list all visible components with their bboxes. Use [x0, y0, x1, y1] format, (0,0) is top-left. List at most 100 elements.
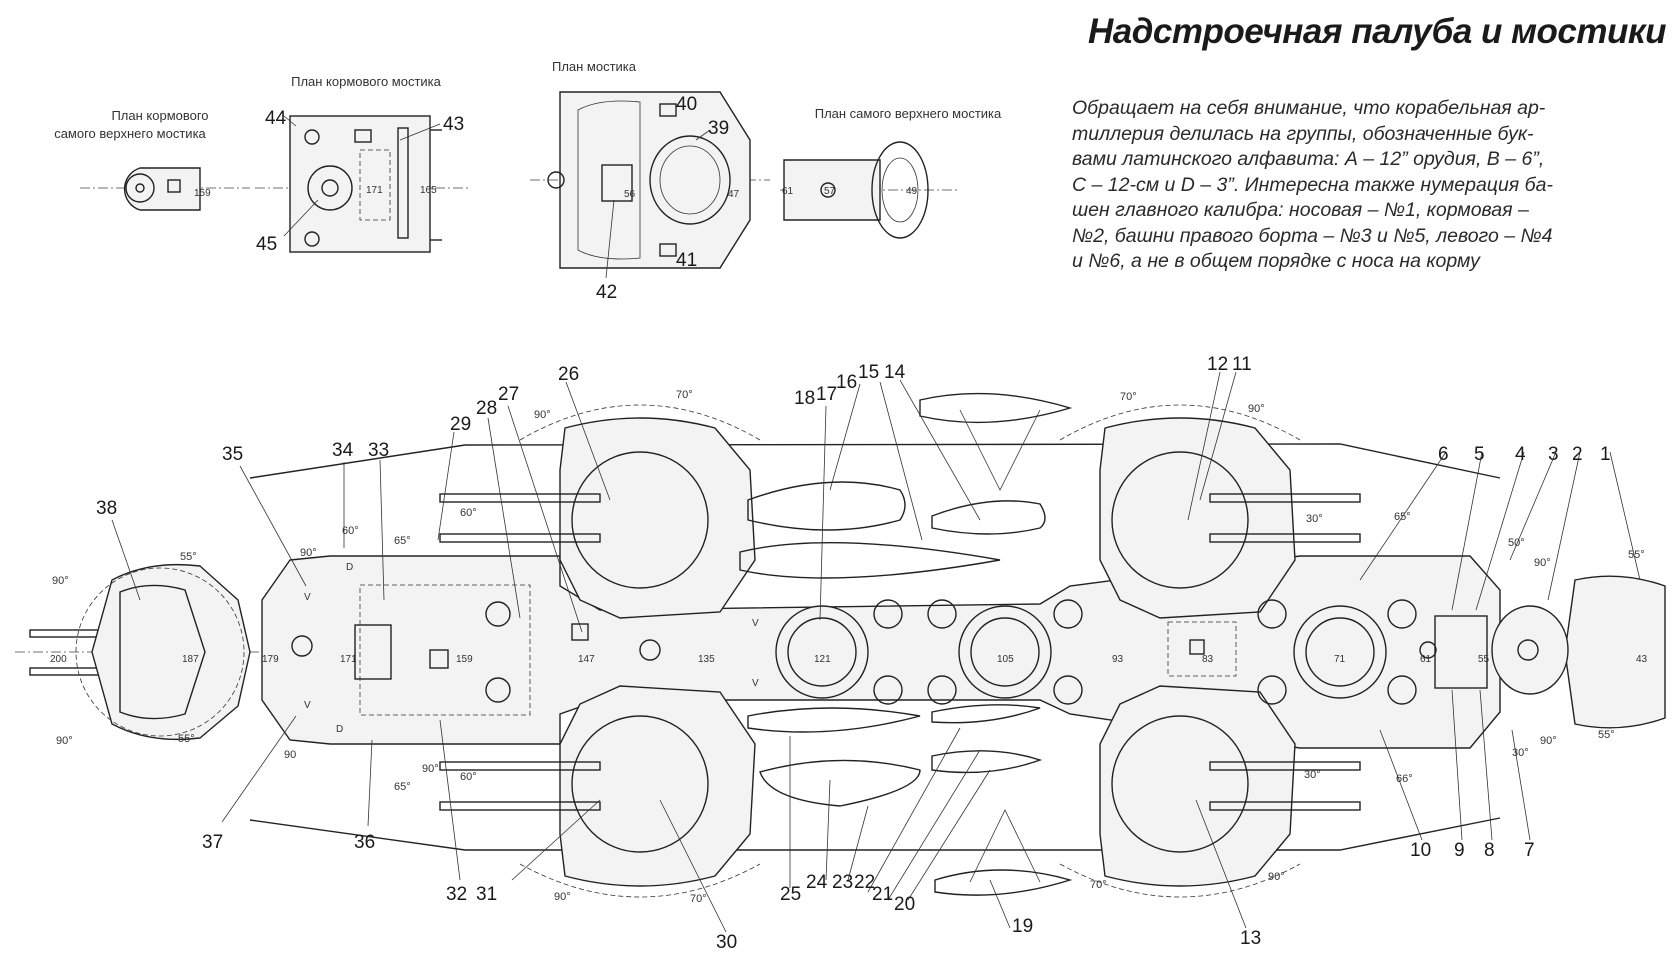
callout-9: 9 [1454, 840, 1465, 861]
caption-text: Обращает на себя внимание, что корабельн… [1072, 96, 1672, 275]
aft-turret-shield [119, 584, 206, 720]
angle-label: 90° [52, 575, 69, 587]
leader-line [283, 115, 297, 127]
ventilator [927, 675, 957, 705]
frame-label: 49 [906, 186, 918, 197]
leader-line [819, 405, 827, 621]
leader-line [399, 123, 441, 141]
top-bridge-plan: План самого верхнего мостика 61 57 49 [780, 106, 1002, 239]
caption-line: №2, башни правого борта – №3 и №5, левог… [1072, 224, 1553, 247]
lookout-post [659, 243, 677, 257]
angle-label: 30° [1304, 769, 1321, 781]
funnel-2 [958, 605, 1052, 699]
frame-label: 159 [194, 188, 211, 199]
turret-5-barbette [559, 685, 756, 887]
caption-line: тиллерия делилась на группы, обозначенны… [1072, 122, 1534, 145]
callout-8: 8 [1484, 840, 1495, 861]
callout-38: 38 [96, 498, 117, 519]
hatch [571, 623, 589, 641]
plan-label: План мостика [552, 59, 637, 74]
angle-label: 70° [1090, 879, 1107, 891]
angle-label: 70° [676, 389, 693, 401]
gun-barrel [1209, 533, 1361, 543]
boat [919, 392, 1073, 424]
callout-6: 6 [1438, 444, 1449, 465]
fore-turret-housing [1564, 575, 1666, 729]
callout-44: 44 [265, 108, 287, 129]
post [304, 129, 320, 145]
angle-label: 55° [1598, 729, 1615, 741]
frame-label: 55 [1478, 654, 1490, 665]
bridge-outline [559, 91, 751, 269]
hull-upper-edge [249, 443, 1501, 479]
callout-29: 29 [450, 414, 471, 435]
group-mark: V [304, 592, 311, 603]
aft-house-outline [359, 584, 531, 716]
boat [931, 500, 1046, 535]
leader-line [437, 431, 455, 541]
callout-21: 21 [872, 884, 893, 905]
rangefinder-platform [871, 141, 929, 239]
callout-37: 37 [202, 832, 223, 853]
bridge-rail [577, 100, 641, 260]
group-mark: V [304, 700, 311, 711]
frame-label: 61 [782, 186, 794, 197]
callout-24: 24 [806, 872, 828, 893]
funnel-1-inner [787, 617, 857, 687]
angle-label: 90° [554, 891, 571, 903]
leader-line [439, 719, 461, 881]
leader-line [605, 199, 615, 279]
callout-22: 22 [854, 872, 875, 893]
callouts: 1 2 3 4 5 6 7 8 9 10 11 12 13 14 15 16 1… [96, 354, 1611, 953]
callout-10: 10 [1410, 840, 1431, 861]
boat [747, 481, 906, 531]
turret-6-barbette [1099, 685, 1296, 887]
angle-label: 55° [1628, 549, 1645, 561]
plan-label: План самого верхнего мостика [815, 106, 1002, 121]
aft-turret-arc [75, 567, 245, 737]
leader-line [1451, 689, 1463, 841]
callout-12: 12 [1207, 354, 1228, 375]
conning-tower [649, 135, 731, 225]
angle-label: 30° [1512, 747, 1529, 759]
boat [931, 750, 1043, 774]
deckhouse [354, 624, 392, 680]
angle-label: 90° [300, 547, 317, 559]
ventilator [873, 599, 903, 629]
mast [820, 182, 836, 198]
navigation-light [547, 171, 565, 189]
leader-line [659, 799, 727, 933]
callout-7: 7 [1524, 840, 1535, 861]
gun-barrel [439, 801, 601, 811]
angle-label: 30° [1306, 513, 1323, 525]
rangefinder-center [135, 183, 145, 193]
angle-label: 90° [1534, 557, 1551, 569]
callout-1: 1 [1600, 444, 1611, 465]
callout-18: 18 [794, 388, 815, 409]
callout-43: 43 [443, 114, 464, 135]
leader-line [899, 379, 981, 521]
ventilator [1053, 675, 1083, 705]
callout-16: 16 [836, 372, 857, 393]
funnel-3 [1293, 605, 1387, 699]
boat [739, 541, 1001, 579]
angle-label: 90° [56, 735, 73, 747]
bridge-outline [783, 159, 881, 221]
group-mark: V [752, 618, 759, 629]
funnel-1 [775, 605, 869, 699]
angle-label: 55° [180, 551, 197, 563]
leader-line [1475, 451, 1525, 611]
hatch-outline [1167, 621, 1237, 677]
frame-label: 105 [997, 654, 1014, 665]
callout-11: 11 [1232, 354, 1252, 375]
callout-26: 26 [558, 364, 579, 385]
boat [759, 759, 921, 807]
angle-label: 60° [460, 507, 477, 519]
fore-house [1434, 615, 1488, 689]
leader-line [111, 519, 141, 601]
ventilator [1257, 675, 1287, 705]
gun-barrel [439, 493, 601, 503]
callout-28: 28 [476, 398, 497, 419]
fire-arc [1059, 404, 1301, 441]
gun-barrels [29, 493, 1361, 811]
